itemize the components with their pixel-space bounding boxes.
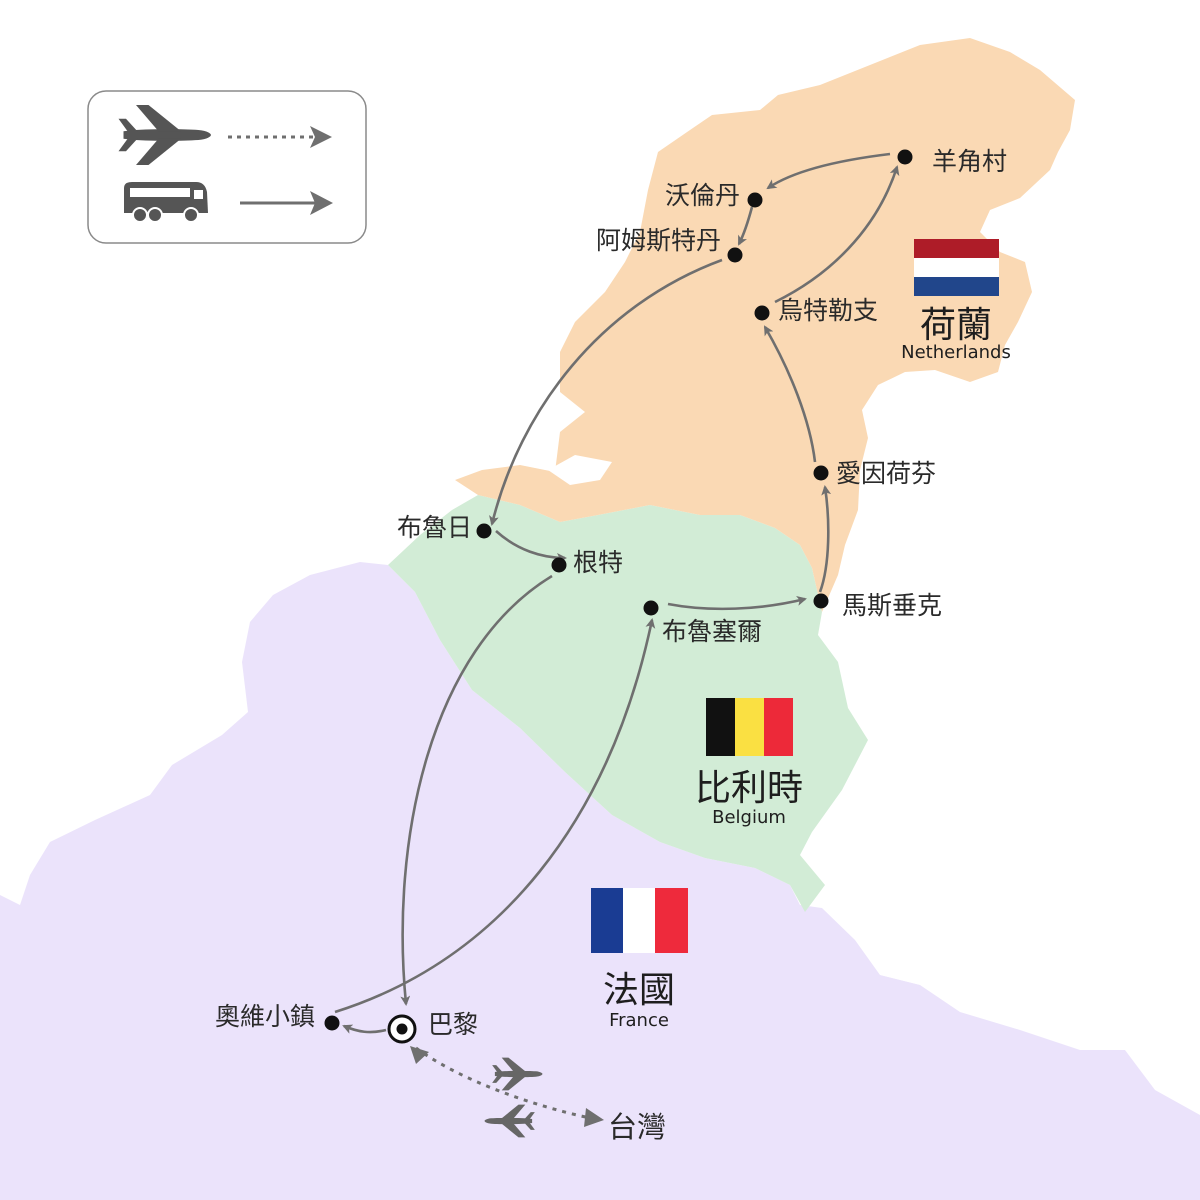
- route-brussels-maastricht: [667, 596, 807, 611]
- france-region: [0, 562, 1200, 1200]
- city-label-taiwan: 台灣: [608, 1110, 666, 1144]
- city-labels: 羊角村 沃倫丹 阿姆斯特丹 烏特勒支 愛因荷芬 馬斯垂克 布魯日 根特 布魯塞爾…: [215, 147, 1007, 1144]
- country-name-france: 法國: [603, 970, 675, 1011]
- legend-flight-arrowhead: [310, 126, 332, 148]
- city-label-utrecht: 烏特勒支: [778, 296, 878, 325]
- netherlands-coast-inlet: [548, 455, 612, 485]
- belgium-flag: [706, 698, 793, 756]
- france-flag: [591, 888, 688, 953]
- city-label-ghent: 根特: [573, 548, 623, 577]
- city-dot-giethoorn: [897, 149, 913, 165]
- city-label-auvers: 奧維小鎮: [215, 1002, 315, 1031]
- flight-arrowhead-taiwan: [584, 1108, 604, 1127]
- city-label-eindhoven: 愛因荷芬: [836, 459, 936, 488]
- legend-bus-arrowhead: [310, 191, 333, 215]
- paris-marker: [387, 1014, 417, 1044]
- country-name-belgium-en: Belgium: [712, 807, 786, 828]
- city-markers: [324, 149, 913, 1044]
- city-dot-utrecht: [754, 305, 770, 321]
- city-dot-volendam: [747, 192, 763, 208]
- city-label-brussels: 布魯塞爾: [662, 617, 762, 646]
- flight-dotted-line: [415, 1046, 591, 1120]
- route-giethoorn-volendam: [766, 152, 891, 190]
- city-label-volendam: 沃倫丹: [665, 181, 740, 210]
- netherlands-flag: [914, 239, 999, 296]
- city-dot-brussels: [643, 600, 659, 616]
- route-volendam-amsterdam: [737, 206, 754, 246]
- country-name-france-en: France: [609, 1010, 669, 1031]
- netherlands-region: [455, 38, 1075, 612]
- route-paris-auvers: [342, 1024, 387, 1034]
- city-dot-bruges: [476, 523, 492, 539]
- city-label-paris: 巴黎: [428, 1010, 478, 1039]
- route-amsterdam-bruges: [489, 258, 723, 526]
- flight-arrowhead-paris: [410, 1046, 429, 1064]
- country-name-belgium: 比利時: [695, 768, 803, 809]
- city-label-maastricht: 馬斯垂克: [842, 591, 942, 620]
- belgium-region: [388, 495, 868, 912]
- city-label-giethoorn: 羊角村: [932, 147, 1007, 176]
- flight-route: [410, 1046, 604, 1138]
- bus-icon: [124, 182, 208, 223]
- city-dot-amsterdam: [727, 247, 743, 263]
- country-name-netherlands: 荷蘭: [920, 305, 992, 346]
- legend: [87, 90, 367, 244]
- city-label-amsterdam: 阿姆斯特丹: [596, 226, 721, 255]
- city-label-bruges: 布魯日: [397, 513, 472, 542]
- city-dot-auvers: [324, 1015, 340, 1031]
- city-dot-maastricht: [813, 593, 829, 609]
- city-dot-ghent: [551, 557, 567, 573]
- route-auvers-brussels: [334, 618, 656, 1014]
- country-name-netherlands-en: Netherlands: [901, 342, 1011, 363]
- route-eindhoven-utrecht: [763, 325, 817, 463]
- city-dot-eindhoven: [813, 465, 829, 481]
- route-utrecht-giethoorn: [774, 165, 900, 304]
- route-paris-ghent: [400, 574, 553, 1006]
- route-maastricht-eindhoven: [818, 485, 832, 593]
